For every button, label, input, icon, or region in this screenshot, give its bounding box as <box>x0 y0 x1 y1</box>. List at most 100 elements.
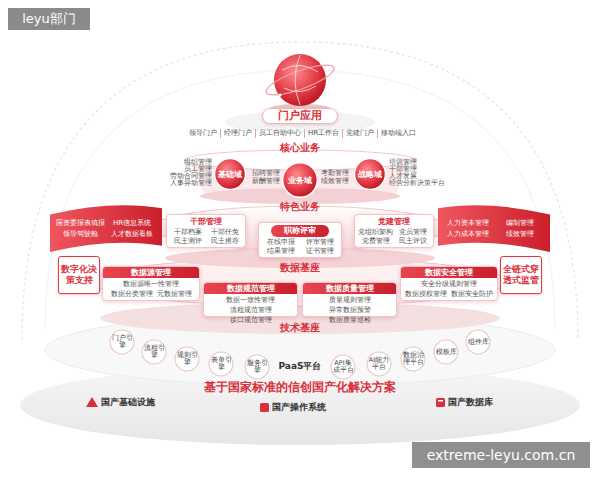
tech-circle-text: 规则引擎 <box>176 352 198 366</box>
portal-title: 门户应用 <box>278 110 322 122</box>
feature-box: 职称评审在线申报评审管理结果管理证书管理 <box>258 222 342 258</box>
tech-circle: API集成平台 <box>330 354 356 380</box>
core-circle-text: 业务域 <box>286 176 315 185</box>
tech-circle: 数据治理平台 <box>400 346 426 372</box>
box-heading: 数据安全管理 <box>401 267 497 278</box>
ribbon-item: 编制管理 <box>494 218 546 229</box>
ribbon-shape-part <box>438 205 550 252</box>
db-icon <box>436 398 445 407</box>
core-circle-text: 基础域 <box>217 170 243 179</box>
watermark-wrap: extreme-leyu.com.cn <box>412 442 590 468</box>
list-item: 培训管理 <box>389 159 451 166</box>
tech-circle-text: AI能力平台 <box>368 357 390 371</box>
list-item-wrap: 组织管理 <box>168 159 212 166</box>
portal-item: 移动端入口 <box>377 129 419 138</box>
list-item-wrap: 干部管理 <box>389 166 451 173</box>
list-item: 员工管理 <box>168 166 212 173</box>
watermark: extreme-leyu.com.cn <box>412 442 590 468</box>
box-item: 党费管理 <box>357 237 394 246</box>
tech-circle: 门户引擎 <box>109 329 135 355</box>
list-item-wrap: 人事异动管理 <box>168 180 212 187</box>
tech-circle: 组件库 <box>465 329 491 355</box>
list-item: 干部管理 <box>389 166 451 173</box>
infra-icon <box>86 397 98 407</box>
portal-item: 领导门户 <box>186 129 220 138</box>
box-heading: 干部管理 <box>169 216 243 228</box>
section-heading: 特色业务 <box>250 201 350 213</box>
box-items: 党组织架构党员管理党费管理民主评议 <box>357 228 431 246</box>
box-item: 数据安全防护 <box>449 289 495 299</box>
tech-circle-shape-part <box>245 355 269 379</box>
tech-circle-text: 门户引擎 <box>111 335 133 349</box>
section-heading-wrap: 特色业务 <box>250 201 350 213</box>
list-item-wrap: 招聘管理 <box>248 170 280 177</box>
tech-circle: 服务引擎 <box>244 354 270 380</box>
db-icon-line <box>438 400 443 402</box>
box-item: 民主评议 <box>394 237 431 246</box>
list-item-wrap: 绩效管理 <box>321 178 353 185</box>
box-heading: 数据规范管理 <box>204 283 297 294</box>
data-box: 数据规范管理数据一致性管理流程规范管理接口规范管理 <box>203 282 298 317</box>
tech-circle-text: 流程引擎 <box>143 345 165 359</box>
feature-box: 党建管理党组织架构党员管理党费管理民主评议 <box>354 214 434 248</box>
core-circle: 战略域 <box>354 158 386 190</box>
box-item: 党员管理 <box>394 228 431 237</box>
tech-circle-text: 表单引擎 <box>210 357 232 371</box>
tech-circle-shape-part <box>209 352 233 376</box>
box-item: 民主测评 <box>169 237 206 246</box>
box-item: 数据授权管理 <box>403 289 449 299</box>
tech-circle-text: 数据治理平台 <box>402 352 424 366</box>
list-item: 招聘管理 <box>248 170 280 177</box>
box-item: 数据源唯一性管理 <box>121 279 181 289</box>
section-heading: 数据基座 <box>250 262 350 274</box>
ribbon-item: 人才数据看板 <box>106 229 158 240</box>
os-icon <box>260 403 269 412</box>
footer-item-wrap: 国产操作系统 <box>272 402 352 413</box>
box-item: 异常数据预警 <box>327 305 373 315</box>
ribbon-item: 国资委报表填报 <box>54 218 106 229</box>
portal-item: 经理门户 <box>220 129 255 138</box>
portal-pill: 门户应用 <box>262 108 338 124</box>
tech-circle-text: 服务引擎 <box>246 360 268 374</box>
box-item: 评审管理 <box>300 238 339 247</box>
box-item: 在线申报 <box>261 238 300 247</box>
footer-item: 国产操作系统 <box>272 402 352 413</box>
ribbon-item: 人力资本管理 <box>442 218 494 229</box>
box-heading: 党建管理 <box>357 216 431 228</box>
box-item: 元数据管理 <box>155 289 194 299</box>
tech-circle-shape-part <box>401 347 425 371</box>
box-heading: 数据源管理 <box>103 267 199 278</box>
box-item: 结果管理 <box>261 247 300 256</box>
tech-circle-shape-part <box>110 330 134 354</box>
ribbon-shape-part <box>50 205 162 252</box>
box-items: 在线申报评审管理结果管理证书管理 <box>261 238 339 256</box>
tech-circle-shape-part <box>142 340 166 364</box>
box-items: 安全分级规则管理数据授权管理数据安全防护 <box>403 279 495 299</box>
tag-text: 全链式穿透式监管 <box>501 262 541 288</box>
footer-item-wrap: 国产数据库 <box>448 397 528 408</box>
platform-label: PaaS平台 <box>272 361 328 372</box>
footer-item: 国产数据库 <box>448 397 528 408</box>
data-box: 数据质量管理质量规则管理异常数据预警数据质量巡检 <box>302 282 397 317</box>
box-item: 接口规范管理 <box>228 315 274 325</box>
ribbon-item: 绩效管理 <box>494 229 546 240</box>
list-item-wrap: 经营分析决策平台 <box>389 180 451 187</box>
footer-item: 国产基础设施 <box>101 397 181 408</box>
tech-circle-text: 模板库 <box>435 349 457 356</box>
dome-outline <box>22 42 578 340</box>
core-circle: 基础域 <box>214 158 246 190</box>
box-item: 干部任免 <box>206 228 243 237</box>
box-item: 数据质量巡检 <box>327 315 373 325</box>
list-item: 人事异动管理 <box>168 180 212 187</box>
box-item: 数据分类管理 <box>109 289 155 299</box>
tech-circle-text: API集成平台 <box>332 360 354 374</box>
box-item: 党组织架构 <box>357 228 394 237</box>
portal-item: 员工自助中心 <box>255 129 304 138</box>
side-tag: 数字化决策支持 <box>58 256 100 294</box>
ribbon-item: 人力成本管理 <box>442 229 494 240</box>
box-item: 质量规则管理 <box>327 295 373 305</box>
box-heading: 数据质量管理 <box>303 283 396 294</box>
list-item: 经营分析决策平台 <box>389 180 451 187</box>
watermark: leyu部门 <box>8 8 90 30</box>
